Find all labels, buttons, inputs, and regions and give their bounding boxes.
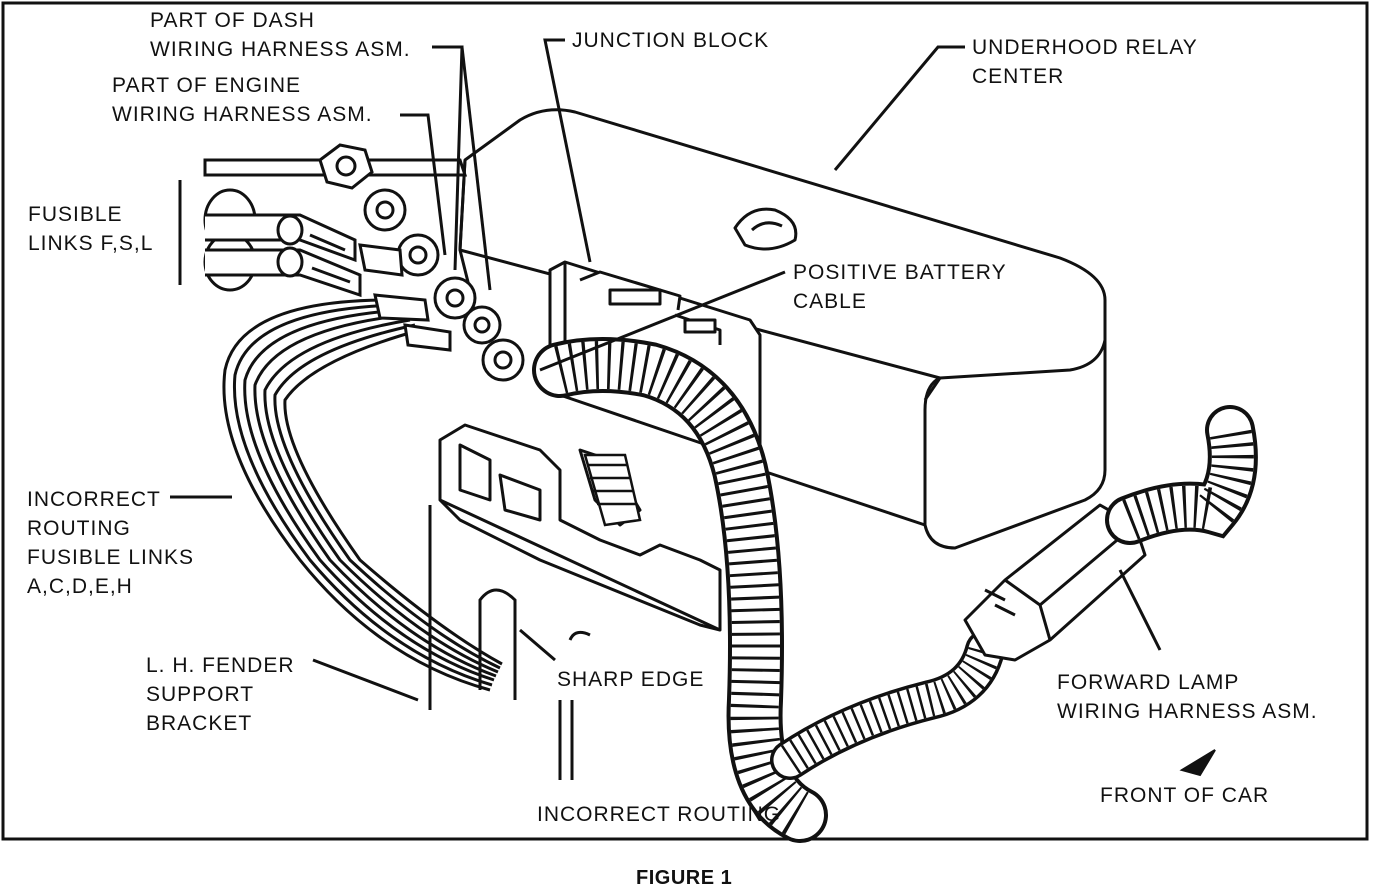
label-relay-center-line1: UNDERHOOD RELAY (972, 36, 1198, 59)
label-dash-harness-line1: PART OF DASH (150, 9, 315, 32)
label-incorrect-fusible: INCORRECT ROUTING FUSIBLE LINKS A,C,D,E,… (27, 485, 194, 601)
forward-lamp-harness (770, 630, 1005, 780)
label-relay-center-line2: CENTER (972, 65, 1065, 88)
main-corrugated-harness (532, 337, 828, 843)
label-incorrect-fusible-line1: INCORRECT (27, 488, 161, 511)
terminal-stud (583, 453, 642, 527)
label-positive-cable-line2: CABLE (793, 290, 867, 313)
relay-center-box (458, 108, 1107, 550)
label-incorrect-routing-text: INCORRECT ROUTING (537, 803, 782, 826)
label-incorrect-fusible-line4: A,C,D,E,H (27, 575, 133, 598)
front-of-car-arrow (1179, 749, 1216, 777)
label-junction-block: JUNCTION BLOCK (572, 26, 769, 55)
label-incorrect-fusible-line3: FUSIBLE LINKS (27, 546, 195, 569)
label-fender-bracket: L. H. FENDER SUPPORT BRACKET (146, 651, 295, 738)
label-engine-harness: PART OF ENGINE WIRING HARNESS ASM. (112, 71, 373, 129)
label-front-of-car: FRONT OF CAR (1100, 781, 1269, 810)
label-sharp-edge: SHARP EDGE (557, 665, 704, 694)
label-junction-block-text: JUNCTION BLOCK (572, 29, 770, 52)
label-forward-lamp: FORWARD LAMP WIRING HARNESS ASM. (1057, 668, 1318, 726)
fender-support-bracket (428, 505, 591, 780)
label-fusible-links-line2: LINKS F,S,L (28, 232, 154, 255)
label-engine-harness-line2: WIRING HARNESS ASM. (112, 103, 373, 126)
label-fusible-links-line1: FUSIBLE (28, 203, 123, 226)
figure-caption: FIGURE 1 (636, 867, 733, 889)
leader-lines (170, 38, 1162, 702)
label-incorrect-routing: INCORRECT ROUTING (537, 800, 781, 829)
label-incorrect-fusible-line2: ROUTING (27, 517, 131, 540)
fusible-link-loops (222, 298, 503, 692)
forward-lamp-connector (963, 503, 1147, 662)
label-dash-harness-line2: WIRING HARNESS ASM. (150, 38, 411, 61)
label-fender-bracket-line3: BRACKET (146, 712, 253, 735)
label-fender-bracket-line2: SUPPORT (146, 683, 255, 706)
label-relay-center: UNDERHOOD RELAY CENTER (972, 33, 1198, 91)
label-dash-harness: PART OF DASH WIRING HARNESS ASM. (150, 6, 411, 64)
label-front-of-car-text: FRONT OF CAR (1100, 784, 1270, 807)
label-engine-harness-line1: PART OF ENGINE (112, 74, 302, 97)
figure-frame (1, 1, 1369, 841)
upper-right-harness (1105, 405, 1258, 545)
label-forward-lamp-line1: FORWARD LAMP (1057, 671, 1240, 694)
label-forward-lamp-line2: WIRING HARNESS ASM. (1057, 700, 1318, 723)
stud-nuts-and-terminals (318, 143, 525, 382)
label-fender-bracket-line1: L. H. FENDER (146, 654, 295, 677)
label-positive-cable: POSITIVE BATTERY CABLE (793, 258, 1007, 316)
label-positive-cable-line1: POSITIVE BATTERY (793, 261, 1007, 284)
label-fusible-links: FUSIBLE LINKS F,S,L (28, 200, 153, 258)
label-sharp-edge-text: SHARP EDGE (557, 668, 705, 691)
left-harness-bundles (178, 158, 468, 298)
